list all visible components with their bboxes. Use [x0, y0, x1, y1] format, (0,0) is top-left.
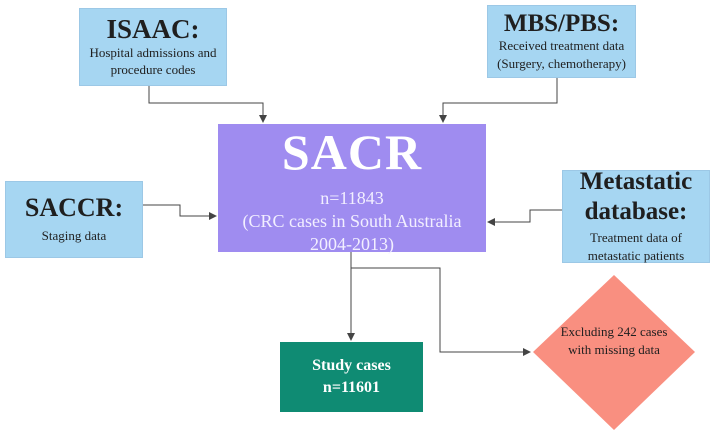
mbs-pbs-description-line1: Received treatment data — [498, 38, 625, 54]
sacr-description-line2: 2004-2013) — [310, 234, 394, 255]
mbs-pbs-source-box: MBS/PBS: Received treatment data (Surger… — [487, 5, 636, 78]
isaac-description-line1: Hospital admissions and — [89, 44, 217, 60]
saccr-title: SACCR: — [24, 193, 124, 223]
exclusion-text-line1: Excluding 242 cases — [560, 324, 668, 339]
saccr-description: Staging data — [41, 228, 107, 244]
sacr-description-line1: (CRC cases in South Australia — [242, 210, 462, 231]
arrow-isaac-to-sacr — [148, 86, 267, 123]
sacr-count: n=11843 — [320, 187, 384, 208]
study-cases-label: Study cases — [312, 356, 391, 374]
metastatic-title-line1: Metastatic — [579, 167, 693, 195]
metastatic-database-box: Metastatic database: Treatment data of m… — [562, 167, 710, 263]
arrow-saccr-to-sacr — [143, 204, 217, 220]
sacr-central-box: SACR n=11843 (CRC cases in South Austral… — [218, 124, 486, 254]
arrow-sacr-to-exclusion — [351, 267, 531, 356]
metastatic-description-line2: metastatic patients — [587, 247, 685, 263]
isaac-source-box: ISAAC: Hospital admissions and procedure… — [79, 8, 227, 86]
exclusion-text-line2: with missing data — [568, 341, 660, 357]
exclusion-diamond — [533, 275, 695, 430]
saccr-source-box: SACCR: Staging data — [5, 181, 143, 258]
metastatic-description-line1: Treatment data of — [590, 230, 682, 246]
isaac-title: ISAAC: — [106, 14, 200, 45]
arrow-mbs-to-sacr — [439, 78, 558, 123]
mbs-pbs-title: MBS/PBS: — [503, 9, 620, 37]
sacr-title: SACR — [281, 124, 423, 180]
arrow-metastatic-to-sacr — [487, 209, 562, 226]
isaac-description-line2: procedure codes — [110, 62, 196, 78]
study-cases-box: Study cases n=11601 — [280, 342, 423, 412]
study-cases-count: n=11601 — [322, 379, 381, 396]
exclusion-text: Excluding 242 cases with missing data — [555, 323, 673, 358]
metastatic-title-line2: database: — [584, 197, 688, 225]
mbs-pbs-description-line2: (Surgery, chemotherapy) — [497, 55, 626, 71]
